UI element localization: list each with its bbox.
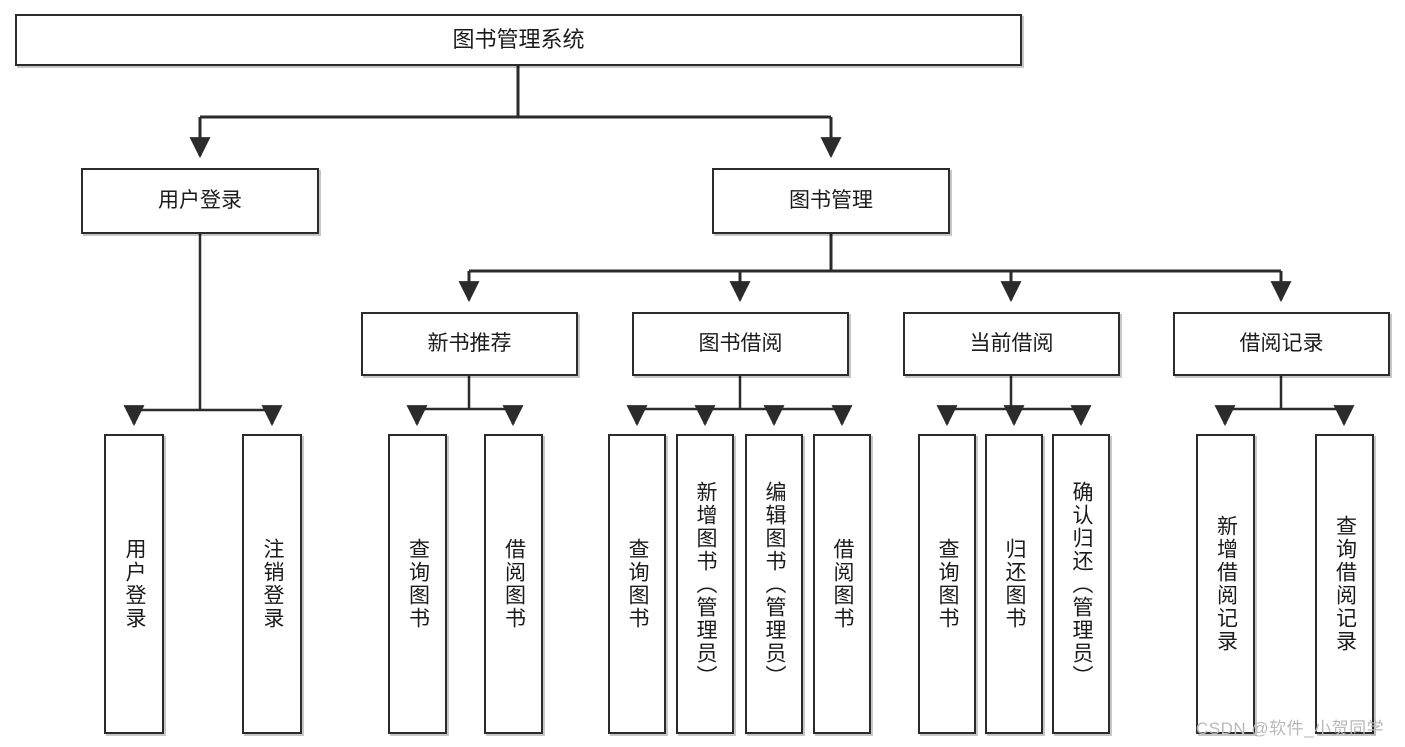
node-root[interactable]: 图书管理系统: [15, 14, 1022, 66]
node-user-login[interactable]: 用户登录: [81, 168, 319, 234]
node-book-borrow-label: 图书借阅: [698, 331, 783, 355]
csdn-watermark: CSDN @软件_小贺同学: [1196, 719, 1385, 738]
node-leaf-query-record[interactable]: 查询借阅记录: [1315, 434, 1374, 734]
node-leaf-query-book-cb-label: 查询图书: [936, 538, 960, 630]
node-current-borrow[interactable]: 当前借阅: [903, 312, 1120, 376]
node-leaf-user-login-label: 用户登录: [123, 538, 147, 630]
node-leaf-add-book[interactable]: 新增图书（管理员）: [676, 434, 734, 734]
node-leaf-user-login[interactable]: 用户登录: [104, 434, 164, 734]
node-new-book-rec-label: 新书推荐: [427, 331, 512, 355]
node-current-borrow-label: 当前借阅: [969, 331, 1054, 355]
node-leaf-confirm-return-label: 确认归还（管理员）: [1070, 480, 1094, 688]
node-user-login-label: 用户登录: [158, 188, 242, 212]
node-book-manage[interactable]: 图书管理: [712, 168, 950, 234]
node-leaf-borrow-book-bb-label: 借阅图书: [831, 538, 855, 630]
node-leaf-query-book-bb-label: 查询图书: [626, 538, 650, 630]
node-leaf-borrow-book-rec-label: 借阅图书: [502, 538, 526, 630]
node-book-manage-label: 图书管理: [789, 188, 873, 212]
node-borrow-record[interactable]: 借阅记录: [1173, 312, 1390, 376]
node-leaf-borrow-book-bb[interactable]: 借阅图书: [813, 434, 871, 734]
node-leaf-edit-book-label: 编辑图书（管理员）: [763, 480, 787, 688]
node-leaf-add-book-label: 新增图书（管理员）: [694, 480, 718, 688]
node-leaf-query-book-cb[interactable]: 查询图书: [918, 434, 976, 734]
node-leaf-query-book-rec[interactable]: 查询图书: [388, 434, 447, 734]
node-leaf-edit-book[interactable]: 编辑图书（管理员）: [745, 434, 803, 734]
node-leaf-query-book-rec-label: 查询图书: [406, 538, 430, 630]
node-leaf-logout-label: 注销登录: [261, 538, 285, 630]
node-leaf-confirm-return[interactable]: 确认归还（管理员）: [1052, 434, 1110, 734]
node-leaf-return-book[interactable]: 归还图书: [985, 434, 1043, 734]
node-leaf-add-record[interactable]: 新增借阅记录: [1196, 434, 1255, 734]
node-leaf-logout[interactable]: 注销登录: [242, 434, 302, 734]
node-root-label: 图书管理系统: [452, 27, 585, 53]
node-leaf-add-record-label: 新增借阅记录: [1214, 515, 1238, 653]
node-book-borrow[interactable]: 图书借阅: [632, 312, 849, 376]
node-leaf-borrow-book-rec[interactable]: 借阅图书: [484, 434, 543, 734]
node-leaf-query-book-bb[interactable]: 查询图书: [608, 434, 666, 734]
node-leaf-return-book-label: 归还图书: [1003, 538, 1027, 630]
node-new-book-rec[interactable]: 新书推荐: [361, 312, 578, 376]
node-borrow-record-label: 借阅记录: [1239, 331, 1324, 355]
node-leaf-query-record-label: 查询借阅记录: [1333, 515, 1357, 653]
